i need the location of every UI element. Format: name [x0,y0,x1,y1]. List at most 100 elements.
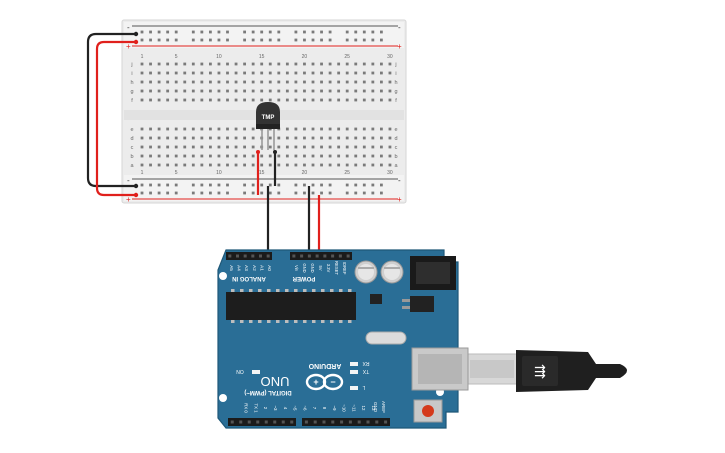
rail-plus-top-left: + [126,42,131,51]
arduino-model: UNO [261,374,290,389]
capacitor [354,260,378,284]
row-letter-label: e [130,127,133,133]
wire-end [256,150,260,154]
wire-end [133,31,139,37]
power-label: POWER [292,275,315,281]
rail-minus-top-right: - [398,23,401,32]
row-letter-label: j [130,62,132,68]
row-letter-label: g [394,89,397,95]
arduino-brand: ARDUINO [308,362,341,369]
digital-pin-label: 8 [322,407,327,410]
reset-button[interactable] [413,399,443,423]
power-pin-label: RESET [334,261,339,275]
crystal [365,331,407,345]
led-l-label: L [362,384,365,390]
row-number-label: 5 [175,170,178,176]
wire-black-rail-loop[interactable] [86,32,136,188]
row-number-label: 5 [175,54,178,60]
row-number-label: 1 [141,170,144,176]
smd-chip [370,294,382,304]
led-rx-label: RX [362,360,370,366]
row-letter-label: c [131,145,134,151]
digital-header-high[interactable] [302,418,390,426]
rail-plus-bottom-left: + [126,195,131,204]
analog-header[interactable] [226,252,272,260]
row-letter-label: h [130,80,133,86]
row-number-label: 1 [141,54,144,60]
row-number-label: 10 [216,170,222,176]
rail-minus-bottom-left: - [127,176,130,185]
row-letter-label: f [395,98,397,104]
usb-port[interactable] [411,347,469,391]
analog-pin-label: A5 [229,265,234,271]
wire-end [133,192,139,198]
row-letter-label: e [394,127,397,133]
arduino-logo: + − [305,373,344,391]
wire-end [133,39,139,45]
analog-pin-label: A0 [267,265,272,271]
row-letter-label: a [394,163,398,169]
breadboard-holes [140,30,392,195]
analog-in-label: ANALOG IN [232,275,266,281]
row-number-label: 10 [216,54,222,60]
digital-pin-label: 4 [283,407,288,410]
power-pin-label: GND [302,263,307,272]
row-letter-label: i [131,71,132,77]
rail-minus-top-left: - [127,23,130,32]
power-pin-label: Vin [294,265,299,272]
row-letter-label: a [130,163,134,169]
rail-plus-top-right: + [397,42,402,51]
wire-red-rail-loop[interactable] [95,40,136,197]
digital-pin-label: ~5 [293,405,298,411]
digital-header-low[interactable] [228,418,296,426]
row-number-label: 15 [259,170,265,176]
digital-pin-label: ~10 [342,404,347,412]
power-jack[interactable] [410,256,456,290]
voltage-regulator [402,296,434,312]
row-letter-label: i [395,71,396,77]
digital-pin-label: ~11 [351,404,356,412]
digital-pin-label: TX 1 [253,403,258,413]
row-letter-label: d [394,136,397,142]
digital-pin-label: RX 0 [244,403,249,413]
tmp-sensor[interactable]: TMP [256,102,280,150]
row-letter-label: c [395,145,398,151]
power-header[interactable] [290,252,352,260]
power-pin-label: IOREF [342,262,347,275]
led-l [350,386,358,390]
row-number-label: 30 [387,54,393,60]
digital-pin-label: ~3 [273,405,278,411]
led-tx [350,370,358,374]
row-number-label: 20 [302,170,308,176]
digital-label: DIGITAL (PWM~) [244,389,291,395]
row-letter-label: h [394,80,397,86]
usb-cable[interactable]: ⇶ [455,350,627,392]
row-number-label: 20 [302,54,308,60]
mount-hole [219,394,227,402]
power-pin-label: GND [310,263,315,272]
row-number-label: 30 [387,170,393,176]
mount-hole [219,272,227,280]
usb-icon: ⇶ [534,364,546,380]
row-letter-label: j [394,62,396,68]
row-letter-label: b [130,154,133,160]
digital-pin-label: 12 [361,406,366,411]
analog-pin-label: A3 [244,265,249,271]
digital-pin-label: 2 [263,407,268,410]
capacitor [380,260,404,284]
row-number-label: 15 [259,54,265,60]
power-pin-label: 5V [318,265,323,270]
power-pin-label: 3.3V [326,264,331,273]
analog-pin-label: A4 [237,265,242,271]
rail-plus-bottom-right: + [397,195,402,204]
digital-pin-label: 13 [371,406,376,411]
svg-text:−: − [330,377,335,387]
aref-label: AREF [381,401,386,413]
